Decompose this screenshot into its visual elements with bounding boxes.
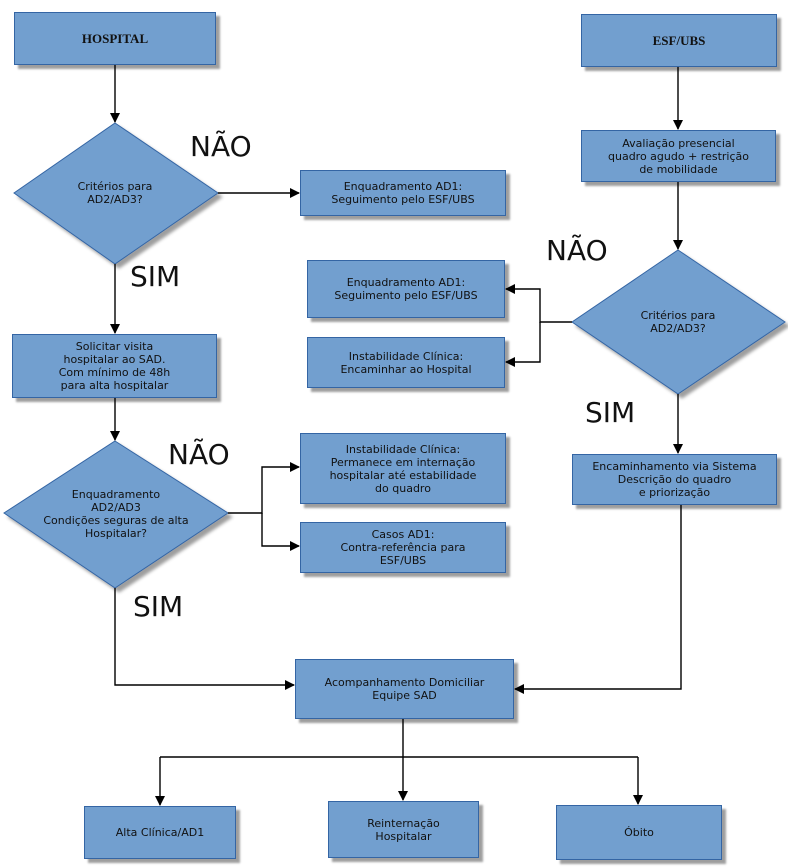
hospital-box: HOSPITAL xyxy=(14,12,216,65)
enquadramento-cond-text: Enquadramento AD2/AD3 Condições seguras … xyxy=(43,488,189,540)
nao-label-2: NÃO xyxy=(168,438,230,471)
solicitar-visita-box: Solicitar visita hospitalar ao SAD. Com … xyxy=(12,334,217,398)
alta-clinica-box: Alta Clínica/AD1 xyxy=(84,806,236,859)
acompanhamento-box: Acompanhamento Domiciliar Equipe SAD xyxy=(295,659,514,719)
arrow-criterios-right-nao-lower xyxy=(505,322,541,367)
encaminhamento-sistema-box: Encaminhamento via Sistema Descrição do … xyxy=(572,454,777,505)
sim-label-3: SIM xyxy=(585,396,636,429)
enquadramento-ad1-right-box: Enquadramento AD1: Seguimento pelo ESF/U… xyxy=(307,260,505,318)
instabilidade-internacao-box: Instabilidade Clínica: Permanece em inte… xyxy=(300,433,506,504)
arrow-decision-nao-lower xyxy=(261,513,300,551)
criterios-left-text: Critérios para AD2/AD3? xyxy=(77,180,153,206)
instabilidade-hospital-box: Instabilidade Clínica: Encaminhar ao Hos… xyxy=(307,337,505,388)
criterios-right-text: Critérios para AD2/AD3? xyxy=(640,309,716,335)
sim-label-2: SIM xyxy=(133,590,184,623)
avaliacao-presencial-box: Avaliação presencial quadro agudo + rest… xyxy=(581,130,776,182)
nao-label-3: NÃO xyxy=(546,234,608,267)
casos-ad1-box: Casos AD1: Contra-referência para ESF/UB… xyxy=(300,522,506,573)
arrow-encaminhamento-to-acompanhamento xyxy=(514,505,682,694)
nao-label-1: NÃO xyxy=(190,130,252,163)
arrow-criterios-right-nao-upper xyxy=(505,284,572,323)
enquadramento-ad1-top-box: Enquadramento AD1: Seguimento pelo ESF/U… xyxy=(300,170,506,216)
reinternacao-box: Reinternação Hospitalar xyxy=(328,801,479,858)
obito-box: Óbito xyxy=(556,805,722,860)
arrow-decision-nao-upper xyxy=(228,462,300,514)
esf-ubs-box: ESF/UBS xyxy=(581,14,777,67)
sim-label-1: SIM xyxy=(130,260,181,293)
arrow-decision-sim xyxy=(114,588,295,690)
